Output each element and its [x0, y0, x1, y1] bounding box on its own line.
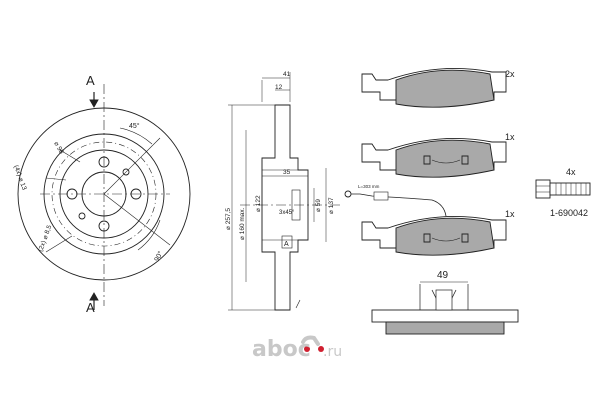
wear-sensor-wire [348, 193, 447, 217]
pilot-diameter-label: ⌀ 59 [315, 199, 322, 212]
width-total-label: 41 [283, 71, 291, 78]
brand-text-domain: .ru [323, 344, 342, 360]
hub-diameter-label: ⌀ 98 [52, 141, 65, 156]
pad-width-label: 49 [437, 270, 449, 281]
angle-bottom-label: 90° [153, 250, 165, 263]
sensor-length-label: L=303 mm [358, 184, 380, 189]
bolt-qty-label: 4x [566, 167, 576, 177]
pad-qty-middle: 1x [505, 132, 515, 142]
brand-text: aboc [252, 337, 311, 362]
bolt-circle-label: ⌀ 137 [328, 197, 335, 214]
disc-section-outline [261, 104, 309, 311]
disc-front-view [17, 84, 191, 310]
chamfer-label: 3x45° [279, 210, 295, 216]
section-mark-side: A [284, 241, 289, 248]
hole-big-label: (2x) ⌀ 8,5 [37, 224, 53, 253]
pad-friction-area [395, 69, 495, 108]
disc-section-view [228, 72, 340, 311]
brake-pad-bottom [344, 190, 507, 256]
angle-top-label: 45° [129, 122, 140, 130]
brake-pad-top [361, 67, 507, 108]
section-mark-top: A [86, 73, 95, 88]
pad-qty-top: 2x [505, 69, 515, 79]
bore-diameter-label: ⌀ 122 [255, 195, 262, 212]
friction-diameter-label: ⌀ 160 max. [239, 207, 246, 240]
pin-hole [122, 168, 130, 176]
wear-sensor-plug [344, 190, 352, 198]
hole-small-label: (4x) ⌀ 13 [12, 164, 28, 191]
pad-qty-bottom: 1x [505, 209, 515, 219]
width-hub-label: 12 [275, 84, 283, 91]
brand-logo: aboc .ru [252, 335, 342, 362]
car-icon [301, 335, 324, 352]
brake-pad-edge-view [371, 281, 519, 335]
pin-hole [78, 212, 86, 220]
brake-pad-middle [361, 137, 507, 178]
hub-depth-label: 35 [283, 169, 291, 176]
outer-diameter-label: ⌀ 257,5 [225, 208, 232, 230]
section-mark-bottom: A [86, 300, 95, 315]
bolt-drawing [535, 179, 591, 199]
bolt-part-number: 1-690042 [550, 208, 588, 218]
